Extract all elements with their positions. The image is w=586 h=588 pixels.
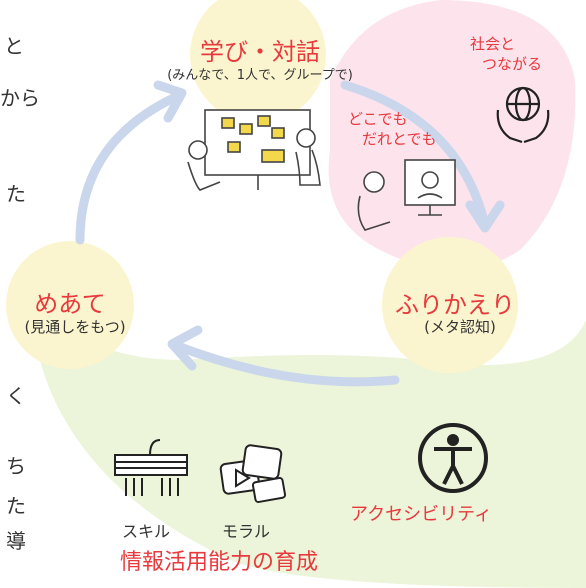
meate-title: めあて (34, 290, 106, 318)
dokodemo-line1: どこでも (348, 110, 408, 128)
furikaeri-circle (382, 237, 518, 373)
manabi-subtitle: (みんなで、1人で、グループで) (167, 68, 353, 83)
left-fragment-middle: から (0, 86, 40, 110)
manabi-title: 学び・対話 (200, 38, 320, 66)
left-fragment-5: 導 (6, 529, 26, 553)
shakai-line2: つながる (482, 55, 543, 73)
skill-label: スキル (122, 522, 171, 541)
left-fragment-4: た (6, 494, 26, 518)
arrow-bottom (170, 340, 400, 387)
left-fragment-1: た (6, 182, 26, 206)
meate-circle (6, 241, 134, 369)
left-fragment-2: く (6, 384, 26, 408)
media-icon (219, 444, 287, 503)
accessibility-icon (418, 423, 488, 493)
accessibility-label: アクセシビリティ (350, 504, 493, 525)
whiteboard-illustration (187, 109, 321, 191)
bottom-title: 情報活用能力の育成 (120, 550, 319, 575)
dokodemo-line2: だれとでも (362, 130, 437, 148)
globe-hands-icon (496, 86, 550, 144)
manabi-circle (190, 0, 326, 123)
arrow-top-right (340, 80, 490, 230)
arrow-left (75, 90, 185, 245)
furikaeri-subtitle: (メタ認知) (424, 318, 496, 336)
cycle-arrows (75, 80, 490, 387)
keyboard-hands-icon (114, 439, 188, 496)
online-call-illustration (357, 159, 456, 231)
left-fragment-top: と (4, 34, 24, 58)
meate-subtitle: (見通しをもつ) (24, 318, 126, 336)
shakai-line1: 社会と (470, 35, 516, 53)
left-fragment-3: ち (6, 454, 26, 478)
moral-label: モラル (222, 522, 271, 541)
furikaeri-title: ふりかえり (395, 291, 515, 319)
arrow-heads (153, 80, 505, 371)
